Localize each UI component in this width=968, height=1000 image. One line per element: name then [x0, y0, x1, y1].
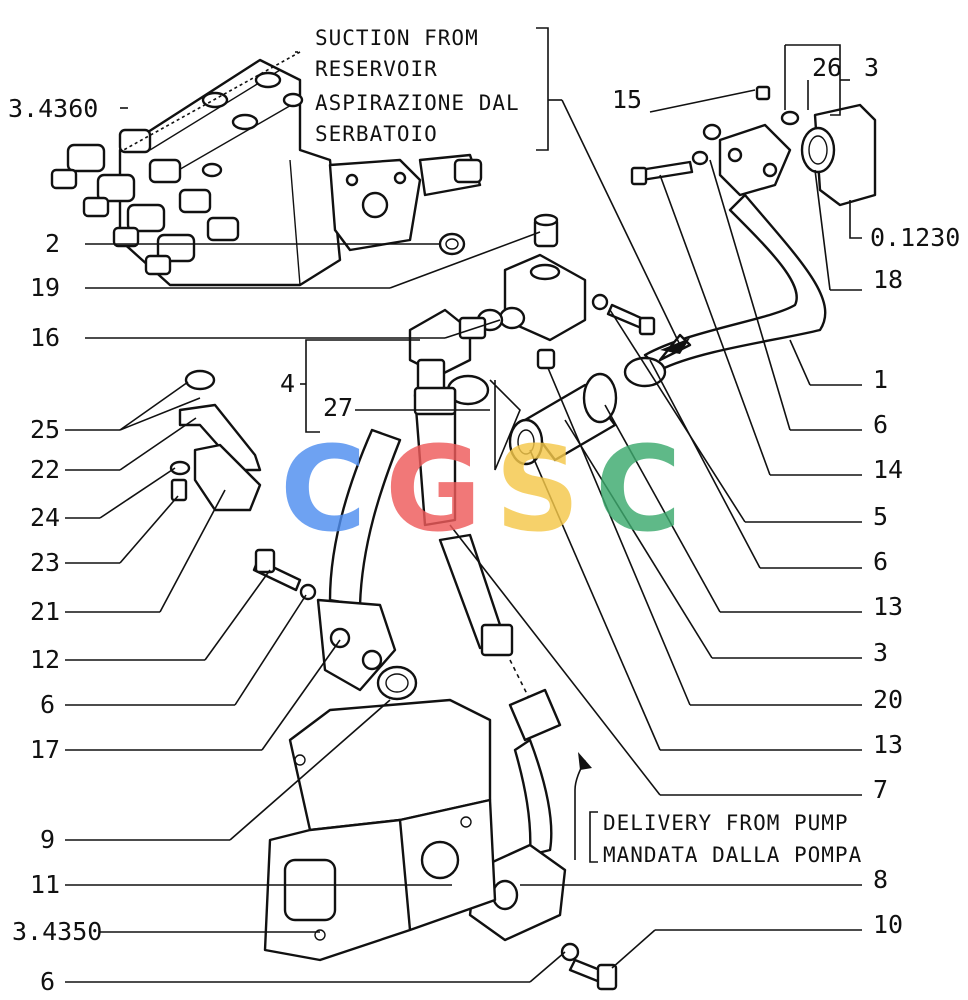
callout-6-right-b: 6 [873, 547, 888, 576]
callout-1: 1 [873, 365, 888, 394]
o-ring-9 [376, 665, 418, 701]
elbow-fitting-4 [408, 308, 490, 406]
watermark-letter-g: G [385, 420, 482, 558]
callout-17: 17 [30, 735, 60, 764]
callout-16: 16 [30, 323, 60, 352]
gear-pump-drawing [263, 698, 497, 962]
caption-suction-en-1: SUCTION FROM [315, 26, 479, 50]
callout-23: 23 [30, 548, 60, 577]
callout-13-a: 13 [873, 592, 903, 621]
callout-3-right: 3 [873, 638, 888, 667]
callout-14: 14 [873, 455, 903, 484]
callout-5: 5 [873, 502, 888, 531]
suction-pipe-1 [623, 123, 827, 388]
callout-22: 22 [30, 455, 60, 484]
washer-6-bottom [560, 942, 580, 962]
callout-13-b: 13 [873, 730, 903, 759]
callout-25: 25 [30, 415, 60, 444]
union-fitting-16 [476, 213, 587, 370]
caption-suction-en-2: RESERVOIR [315, 57, 438, 81]
callout-19: 19 [30, 273, 60, 302]
caption-delivery-it: MANDATA DALLA POMPA [603, 843, 862, 867]
callout-18: 18 [873, 265, 903, 294]
callout-6-left-b: 6 [40, 967, 55, 996]
cgsc-watermark-logo: C G S C [280, 420, 682, 558]
callout-4: 4 [280, 369, 295, 398]
washer-6-left [299, 583, 317, 601]
small-fasteners-top [591, 85, 800, 336]
callout-9: 9 [40, 825, 55, 854]
suction-arrow [660, 338, 690, 354]
callout-3-4350: 3.4350 [12, 917, 102, 946]
callout-20: 20 [873, 685, 903, 714]
watermark-letter-c1: C [280, 420, 367, 558]
callout-21: 21 [30, 597, 60, 626]
callout-11: 11 [30, 870, 60, 899]
clamp-assembly-21-25 [169, 369, 262, 512]
callout-6-left-a: 6 [40, 690, 55, 719]
callout-6-right-a: 6 [873, 410, 888, 439]
leader-lines [65, 27, 862, 983]
callout-26: 26 [812, 53, 842, 82]
caption-suction-it-2: SERBATOIO [315, 122, 438, 146]
callout-2: 2 [45, 229, 60, 258]
seal-ring-2 [438, 232, 466, 256]
callout-10: 10 [873, 910, 903, 939]
injection-pump-drawing [50, 58, 483, 287]
callout-0-1230: 0.1230 [870, 223, 960, 252]
callout-3-top: 3 [864, 53, 879, 82]
caption-delivery-en: DELIVERY FROM PUMP [603, 811, 849, 835]
callout-24: 24 [30, 503, 60, 532]
callout-27: 27 [323, 393, 353, 422]
callout-3-4360: 3.4360 [8, 94, 98, 123]
seal-ring-18 [800, 126, 836, 174]
delivery-arrow [574, 759, 586, 860]
gasket-0-1230 [813, 103, 877, 207]
watermark-letter-s: S [495, 420, 580, 558]
callout-8: 8 [873, 865, 888, 894]
callout-15: 15 [612, 85, 642, 114]
callout-7: 7 [873, 775, 888, 804]
caption-suction-it-1: ASPIRAZIONE DAL [315, 91, 520, 115]
callout-12: 12 [30, 645, 60, 674]
watermark-letter-c2: C [595, 420, 682, 558]
